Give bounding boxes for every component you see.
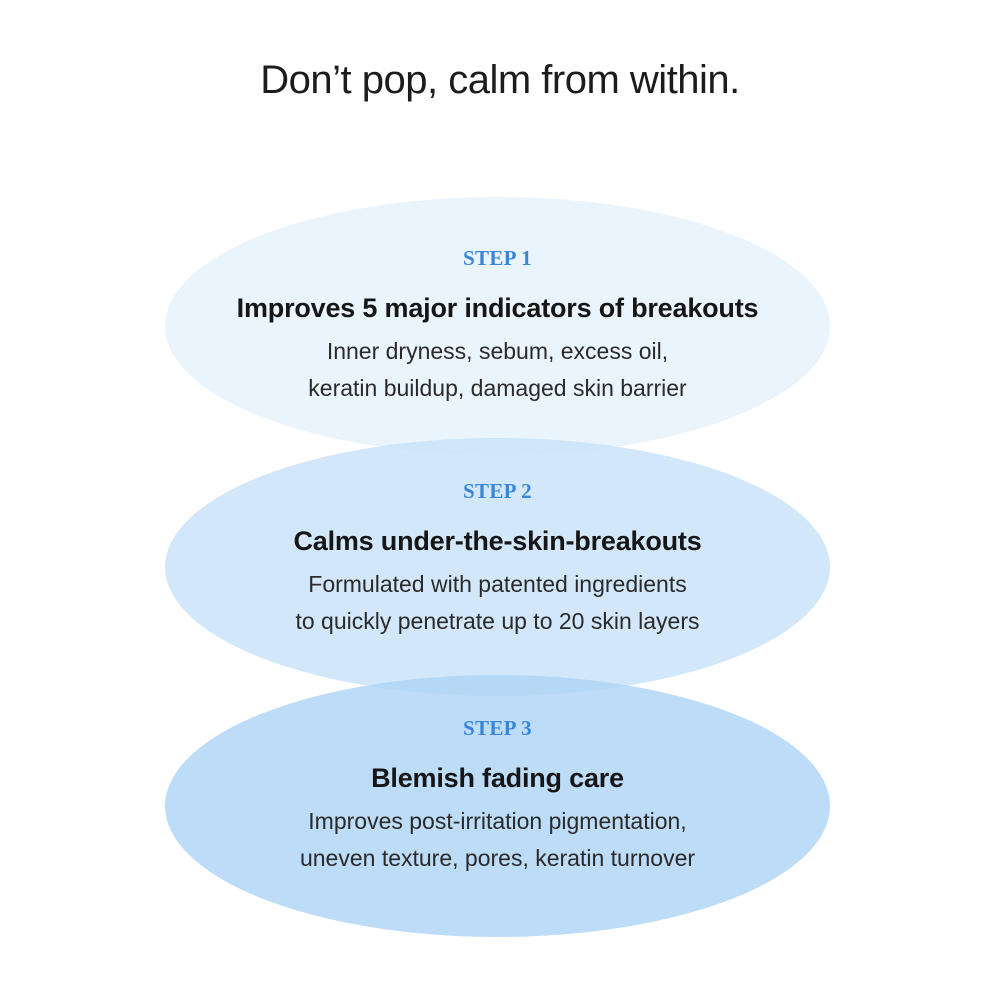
step-2-label: STEP 2 <box>463 479 532 503</box>
step-2-description-line-1: Formulated with patented ingredients <box>308 571 687 597</box>
step-2-title: Calms under-the-skin-breakouts <box>293 526 702 556</box>
step-1-description-line-2: keratin buildup, damaged skin barrier <box>308 375 687 401</box>
step-2-description: Formulated with patented ingredients to … <box>165 566 830 640</box>
step-3-description: Improves post-irritation pigmentation, u… <box>165 803 830 877</box>
step-1-title: Improves 5 major indicators of breakouts <box>236 293 759 323</box>
step-1-block: STEP 1 Improves 5 major indicators of br… <box>165 243 830 407</box>
step-1-ellipse <box>165 197 830 455</box>
step-2-block: STEP 2 Calms under-the-skin-breakouts Fo… <box>165 476 830 640</box>
step-3-block: STEP 3 Blemish fading care Improves post… <box>165 713 830 877</box>
page-headline: Don’t pop, calm from within. <box>260 58 740 102</box>
step-2-ellipse <box>165 438 830 696</box>
step-1-description-line-1: Inner dryness, sebum, excess oil, <box>326 338 669 364</box>
step-3-label: STEP 3 <box>463 716 532 740</box>
step-1-label: STEP 1 <box>463 246 532 270</box>
step-2-description-line-2: to quickly penetrate up to 20 skin layer… <box>295 608 700 634</box>
step-1-description: Inner dryness, sebum, excess oil, kerati… <box>165 333 830 407</box>
step-3-ellipse <box>165 675 830 937</box>
step-3-title: Blemish fading care <box>371 763 624 793</box>
step-3-description-line-1: Improves post-irritation pigmentation, <box>308 808 687 834</box>
step-3-description-line-2: uneven texture, pores, keratin turnover <box>299 845 696 871</box>
